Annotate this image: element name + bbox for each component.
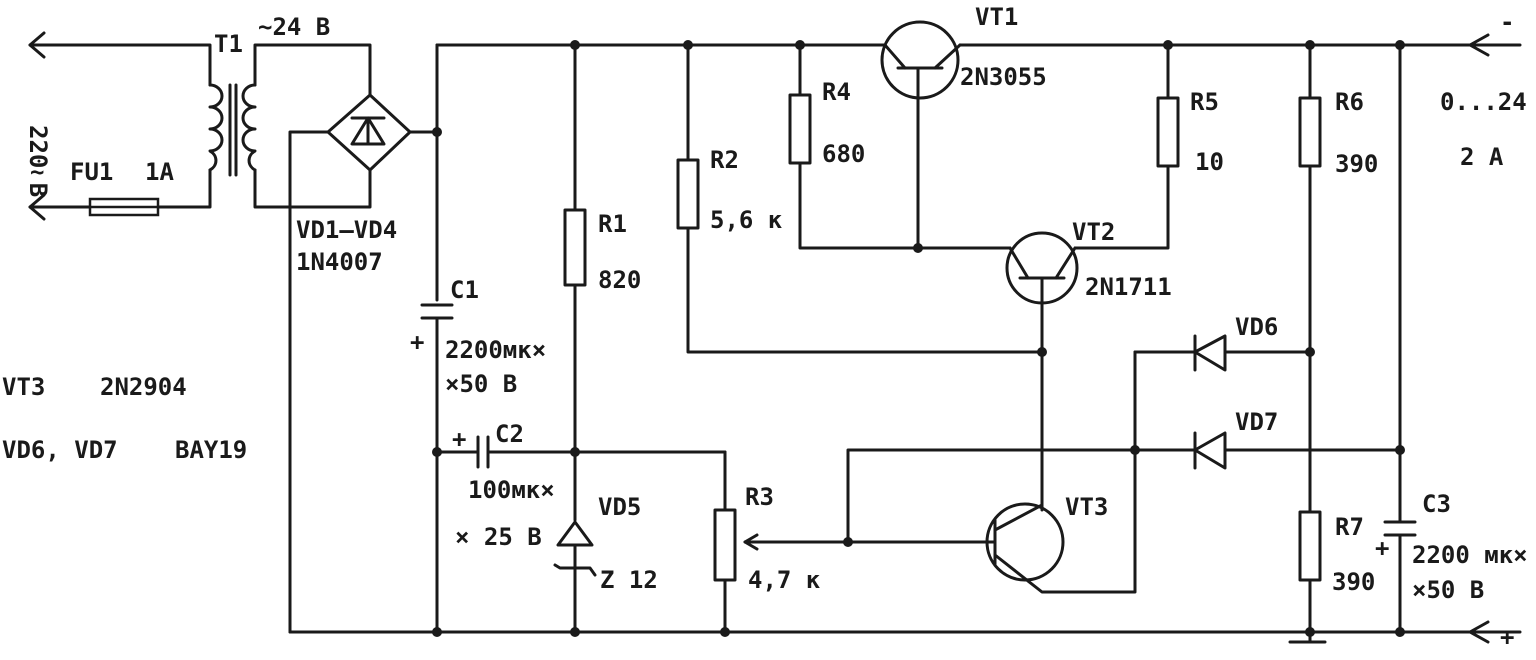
r2-name-label: R2 [710,146,739,174]
mains-input [28,31,212,221]
note-diodes-label: VD6, VD7 [2,436,118,464]
c2-value1-label: 100мк× [468,476,555,504]
vt2-name-label: VT2 [1072,218,1115,246]
resistor-r5 [1073,43,1180,250]
r7-value-label: 390 [1332,568,1375,596]
r3-name-label: R3 [745,483,774,511]
vd5-value-label: Z 12 [600,566,658,594]
resistor-r2 [676,43,1044,354]
c3-value1-label: 2200 мк× [1412,541,1528,569]
c2-name-label: C2 [495,420,524,448]
transformer-t1 [208,43,372,209]
c2-value2-label: × 25 В [455,523,542,551]
c1-name-label: C1 [450,276,479,304]
r6-value-label: 390 [1335,150,1378,178]
c2-polarity: + [452,425,466,453]
vt2-part-label: 2N1711 [1085,273,1172,301]
junction-dots [432,40,1405,637]
output-range-label: 0...24 В [1440,88,1536,116]
vt3-name-label: VT3 [1065,493,1108,521]
c3-name-label: C3 [1422,490,1451,518]
c3-value2-label: ×50 В [1412,576,1484,604]
r1-name-label: R1 [598,210,627,238]
capacitor-c1 [420,303,454,634]
diode-vd7 [846,431,1402,544]
c1-value1-label: 2200мк× [445,336,546,364]
r3-value-label: 4,7 к [748,566,821,594]
bridge-part-label: 1N4007 [296,248,383,276]
r4-name-label: R4 [822,78,851,106]
r6-name-label: R6 [1335,88,1364,116]
resistor-r4 [788,43,1012,250]
bridge-name-label: VD1—VD4 [296,216,397,244]
note-diodes-part-label: BAY19 [175,436,247,464]
capacitor-c3 [1383,43,1417,634]
vd7-name-label: VD7 [1235,408,1278,436]
resistor-r6 [1298,43,1322,514]
note-vt3-part-label: 2N2904 [100,373,187,401]
r5-name-label: R5 [1190,88,1219,116]
note-vt3-label: VT3 [2,373,45,401]
output-plus-label: + [1500,623,1514,651]
fuse-rating-label: 1A [145,158,174,186]
input-voltage-label: 220 В [24,125,52,197]
vt1-part-label: 2N3055 [960,63,1047,91]
c3-polarity: + [1375,534,1389,562]
zener-vd5 [553,520,597,634]
resistor-r1 [563,43,587,522]
r7-name-label: R7 [1335,513,1364,541]
transformer-secondary-label: ~24 В [258,13,330,41]
c1-polarity: + [410,328,424,356]
fuse-name-label: FU1 [70,158,113,186]
capacitor-c2 [435,435,727,469]
potentiometer-r3 [713,450,987,634]
r1-value-label: 820 [598,266,641,294]
vd6-name-label: VD6 [1235,313,1278,341]
transistor-vt2 [1005,231,1079,512]
ac-symbol-label: ~ [30,158,44,186]
bridge-rectifier [288,93,439,634]
r5-value-label: 10 [1195,148,1224,176]
r4-value-label: 680 [822,140,865,168]
output-minus-label: - [1500,8,1514,36]
vd5-name-label: VD5 [598,493,641,521]
c1-value2-label: ×50 В [445,370,517,398]
transistor-vt1 [880,20,962,250]
transformer-name-label: T1 [214,30,243,58]
r2-value-label: 5,6 к [710,206,783,234]
diode-vd6 [1133,334,1312,372]
transistor-vt3 [983,350,1137,594]
output-current-label: 2 А [1460,143,1504,171]
resistor-r7 [1298,510,1322,644]
vt1-name-label: VT1 [975,3,1018,31]
